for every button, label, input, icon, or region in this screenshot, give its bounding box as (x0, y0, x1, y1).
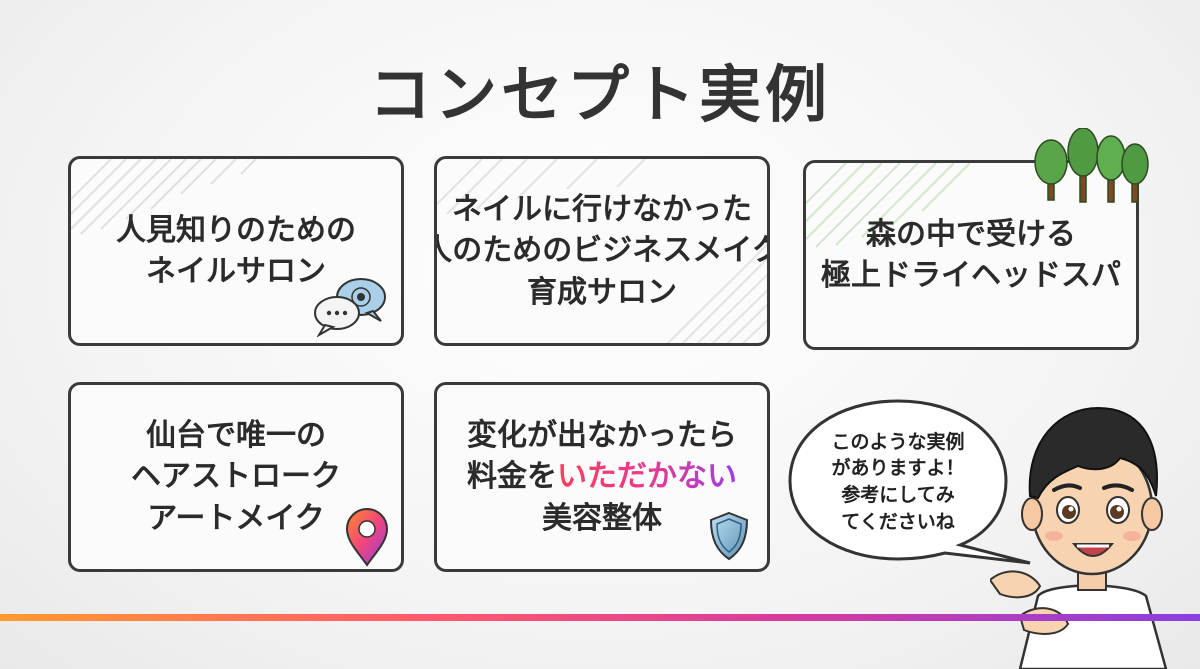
bubble-line: このような実例 (831, 430, 965, 453)
highlight-text: いただかない (557, 459, 737, 495)
shield-icon (709, 511, 749, 561)
card-line: 美容整体 (542, 500, 662, 536)
card-text: 森の中で受ける 極上ドライヘッドスパ (806, 163, 1136, 347)
card-text: 人見知りのための ネイルサロン (71, 159, 401, 343)
card-line: 森の中で受ける (866, 216, 1076, 252)
card-line: アートメイク (147, 500, 325, 536)
card-text: ネイルに行けなかった 人のためのビジネスメイク 育成サロン (437, 159, 767, 343)
chat-bubbles-icon (314, 278, 386, 337)
page-title: コンセプト実例 (368, 58, 831, 131)
pencil-hatch-decoration (437, 159, 767, 343)
card-text: 変化が出なかったら 料金をいただかない 美容整体 (437, 385, 767, 569)
pencil-hatch-decoration (71, 159, 257, 235)
concept-card-business-makeup: ネイルに行けなかった 人のためのビジネスメイク 育成サロン (434, 156, 770, 346)
bubble-line: がありますよ！ (831, 457, 965, 480)
speech-bubble-shape (788, 399, 1031, 565)
card-line: 変化が出なかったら (467, 417, 737, 453)
card-line: 仙台で唯一の (146, 417, 326, 453)
concept-card-refund-seitai: 変化が出なかったら 料金をいただかない 美容整体 (434, 382, 770, 572)
card-line: ネイルに行けなかった (452, 191, 752, 227)
card-line: 極上ドライヘッドスパ (821, 258, 1121, 293)
concept-card-hair-stroke: 仙台で唯一の ヘアストローク アートメイク (68, 382, 404, 572)
concept-card-shy-nail-salon: 人見知りのための ネイルサロン (68, 156, 404, 346)
card-line: ネイルサロン (146, 254, 326, 289)
card-line: 育成サロン (527, 274, 677, 310)
location-pin-icon (345, 508, 389, 567)
bubble-line: てくださいね (841, 510, 955, 533)
card-line: ヘアストローク (131, 459, 341, 495)
card-line: 人のためのビジネスメイク (434, 233, 770, 269)
bubble-line: 参考にしてみ (841, 484, 955, 506)
presenter-character (990, 406, 1168, 669)
speech-bubble: このような実例 がありますよ！ 参考にしてみ てくださいね (780, 393, 1060, 573)
card-line-prefix: 料金を (467, 459, 557, 495)
pencil-hatch-decoration (806, 163, 971, 248)
bottom-gradient-bar (0, 614, 1200, 621)
card-text: 仙台で唯一の ヘアストローク アートメイク (71, 385, 401, 569)
forest-icon (1034, 128, 1149, 203)
card-line-highlight-row: 料金をいただかない (467, 456, 737, 497)
card-line: 人見知りのための (116, 212, 356, 248)
speech-bubble-text: このような実例 がありますよ！ 参考にしてみ てくださいね (800, 419, 996, 545)
